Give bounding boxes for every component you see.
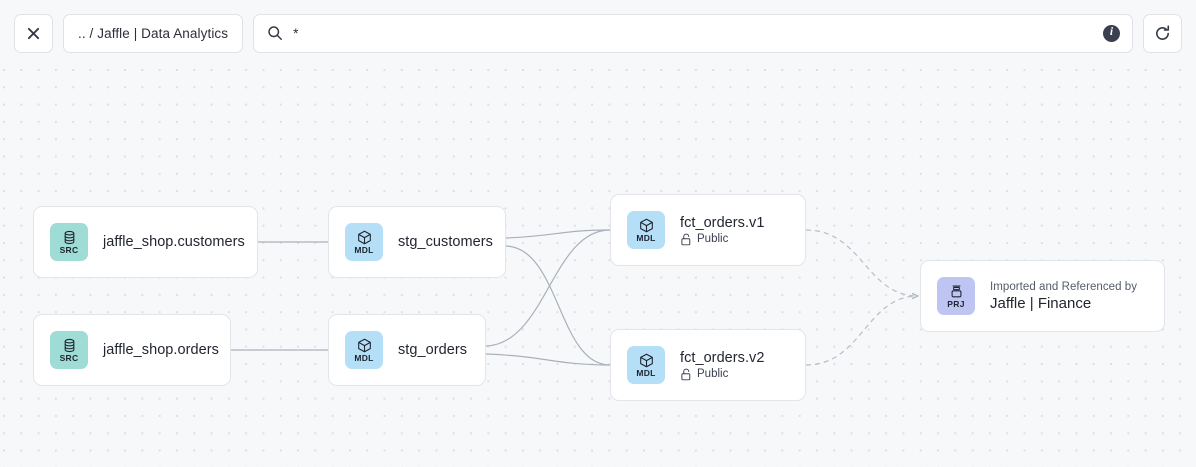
node-eyebrow: Imported and Referenced by [990,280,1138,293]
edge-fct-v2-to-prj [805,296,918,366]
info-icon[interactable]: i [1103,24,1120,42]
node-title: Jaffle | Finance [990,294,1092,312]
node-body: Imported and Referenced by Jaffle | Fina… [990,281,1137,312]
cube-icon [357,230,372,245]
close-icon [27,27,40,39]
node-title: stg_orders [398,342,468,358]
edge-stg-orders-to-fct-v2 [485,353,611,366]
node-visibility-label: Public [697,368,729,380]
node-body: fct_orders.v2 Public [680,350,764,381]
node-type-badge-mdl: MDL [627,346,665,384]
node-title: fct_orders.v1 [680,214,765,231]
badge-label: SRC [59,244,79,255]
node-type-badge-mdl: MDL [627,211,665,249]
node-visibility: Public [680,233,764,246]
node-type-badge-mdl: MDL [345,223,383,261]
close-button[interactable] [14,13,53,53]
node-src-jaffle-shop-customers[interactable]: SRC jaffle_shop.customers [33,206,258,278]
node-type-badge-src: SRC [50,331,88,369]
badge-label: MDL [636,367,656,378]
node-type-badge-src: SRC [50,223,88,261]
search-input[interactable] [293,25,1093,41]
badge-label: SRC [59,352,79,363]
badge-label: MDL [636,232,656,243]
node-prj-jaffle-finance[interactable]: PRJ Imported and Referenced by Jaffle | … [920,260,1165,332]
search-bar[interactable]: i [253,13,1133,53]
node-body: fct_orders.v1 Public [680,215,764,246]
node-mdl-fct-orders-v1[interactable]: MDL fct_orders.v1 Public [610,194,806,266]
unlocked-padlock-icon [681,368,691,380]
database-icon [62,338,77,353]
badge-label: PRJ [947,298,965,309]
breadcrumb[interactable]: .. / Jaffle | Data Analytics [63,13,244,53]
graph-canvas[interactable]: SRC jaffle_shop.customers SRC [0,66,1196,467]
edge-stg-customers-to-fct-v1 [505,229,611,239]
edge-stg-customers-to-fct-v2 [505,245,611,366]
project-jar-icon [949,284,964,299]
node-title: stg_customers [398,234,493,250]
top-toolbar: .. / Jaffle | Data Analytics i [0,0,1196,66]
node-mdl-fct-orders-v2[interactable]: MDL fct_orders.v2 Public [610,329,806,401]
node-src-jaffle-shop-orders[interactable]: SRC jaffle_shop.orders [33,314,231,386]
search-icon [268,26,283,40]
node-visibility-label: Public [697,233,729,245]
refresh-button[interactable] [1143,13,1182,53]
node-mdl-stg-orders[interactable]: MDL stg_orders [328,314,486,386]
node-visibility: Public [680,368,764,381]
node-body: jaffle_shop.customers [103,234,245,250]
node-body: stg_customers [398,234,493,250]
edge-fct-v1-to-prj [805,229,918,296]
cube-icon [639,218,654,233]
node-title: jaffle_shop.orders [103,342,219,358]
node-type-badge-mdl: MDL [345,331,383,369]
database-icon [62,230,77,245]
cube-icon [639,353,654,368]
node-body: stg_orders [398,342,467,358]
badge-label: MDL [354,244,374,255]
node-mdl-stg-customers[interactable]: MDL stg_customers [328,206,506,278]
cube-icon [357,338,372,353]
badge-label: MDL [354,352,374,363]
node-type-badge-prj: PRJ [937,277,975,315]
unlocked-padlock-icon [681,233,691,245]
node-title: jaffle_shop.customers [103,234,245,250]
node-title: fct_orders.v2 [680,349,765,366]
node-body: jaffle_shop.orders [103,342,219,358]
refresh-icon [1156,24,1170,40]
